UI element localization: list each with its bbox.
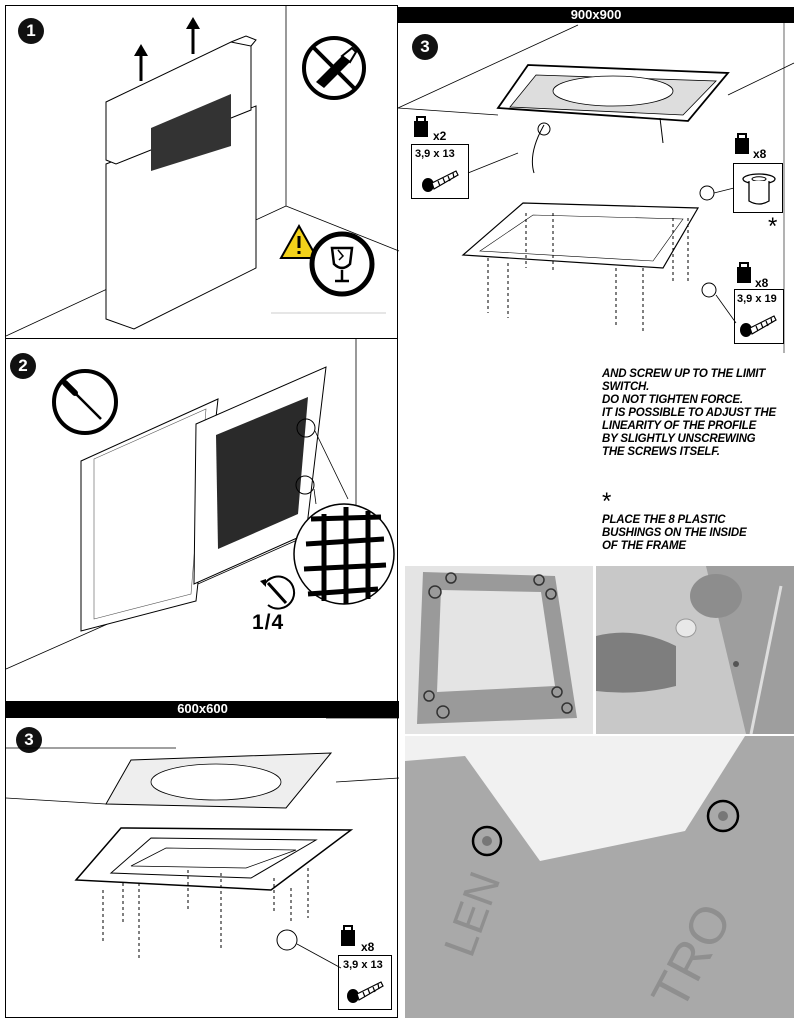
screw-instruction-note: AND SCREW UP TO THE LIMIT SWITCH. DO NOT… xyxy=(602,368,776,459)
bag-icon xyxy=(737,262,751,283)
screw-size-600: 3,9 x 13 xyxy=(343,959,383,971)
note-line: BUSHINGS ON THE INSIDE xyxy=(602,527,747,539)
screwdriver-icon xyxy=(52,369,118,435)
ceiling-mount-drawing-900 xyxy=(397,23,795,353)
step-number-1: 1 xyxy=(18,18,44,44)
bushing-box xyxy=(733,163,783,213)
bag-icon xyxy=(414,116,428,137)
photo-inserting-bushing xyxy=(596,566,794,734)
note-line: BY SLIGHTLY UNSCREWING xyxy=(602,433,756,445)
bushing-qty: x8 xyxy=(753,147,767,161)
frame-closeup-shape xyxy=(405,736,794,1018)
frame-outline xyxy=(417,572,577,724)
instruction-asterisk: * xyxy=(602,488,612,515)
screw-icon xyxy=(347,981,384,1003)
panel-step-3-900: 3 x2 3,9 x 13 xyxy=(397,23,795,358)
step-number-3-900: 3 xyxy=(412,34,438,60)
photo-frame-closeup: LEN TRO xyxy=(405,736,794,1018)
size-banner-600: 600x600 xyxy=(6,701,399,718)
note-line: OF THE FRAME xyxy=(602,540,686,552)
step-number-3-600: 3 xyxy=(16,727,42,753)
size-banner-900: 900x900 xyxy=(398,7,794,23)
photo-frame-with-bushings xyxy=(405,566,593,734)
no-cutter-icon xyxy=(302,36,366,100)
panel-step-2: 2 1/4 xyxy=(5,339,398,701)
screw-box-600: 3,9 x 13 xyxy=(338,955,392,1010)
hand-photo xyxy=(596,566,794,734)
bushing-asterisk: * xyxy=(768,213,778,240)
screw-small-qty: x2 xyxy=(433,129,447,143)
screw-icon xyxy=(740,315,777,337)
screw-qty-600: x8 xyxy=(361,940,375,954)
note-line: THE SCREWS ITSELF. xyxy=(602,446,720,458)
note-line: LINEARITY OF THE PROFILE xyxy=(602,420,757,432)
rotation-label: 1/4 xyxy=(252,611,285,634)
bag-icon xyxy=(735,133,749,154)
unit-cover-removal-drawing xyxy=(105,17,257,330)
note-line: PLACE THE 8 PLASTIC xyxy=(602,514,726,526)
screw-large-box: 3,9 x 19 xyxy=(734,289,784,344)
screw-icon xyxy=(422,170,459,192)
note-line: IT IS POSSIBLE TO ADJUST THE xyxy=(602,407,776,419)
screw-large-qty: x8 xyxy=(755,276,769,290)
note-line: SWITCH. xyxy=(602,381,650,393)
screw-small-size: 3,9 x 13 xyxy=(415,148,455,160)
ceiling-mount-drawing-600 xyxy=(5,717,400,969)
bushing-icon xyxy=(742,173,776,205)
bag-icon xyxy=(341,925,355,946)
rotate-quarter-icon xyxy=(260,575,296,610)
screw-large-size: 3,9 x 19 xyxy=(737,293,777,305)
step-number-2: 2 xyxy=(10,353,36,379)
warning-triangle-icon xyxy=(279,223,319,259)
grille-removal-drawing xyxy=(80,366,395,632)
fragile-glass-icon xyxy=(309,231,375,297)
panel-step-1: 1 xyxy=(5,5,400,339)
screw-small-box: 3,9 x 13 xyxy=(411,144,469,199)
note-line: AND SCREW UP TO THE LIMIT xyxy=(602,368,766,380)
note-line: DO NOT TIGHTEN FORCE. xyxy=(602,394,743,406)
bushing-instruction-note: PLACE THE 8 PLASTIC BUSHINGS ON THE INSI… xyxy=(602,514,747,553)
panel-step-3-600: 600x600 3 x8 3,9 x 13 xyxy=(5,701,400,1018)
